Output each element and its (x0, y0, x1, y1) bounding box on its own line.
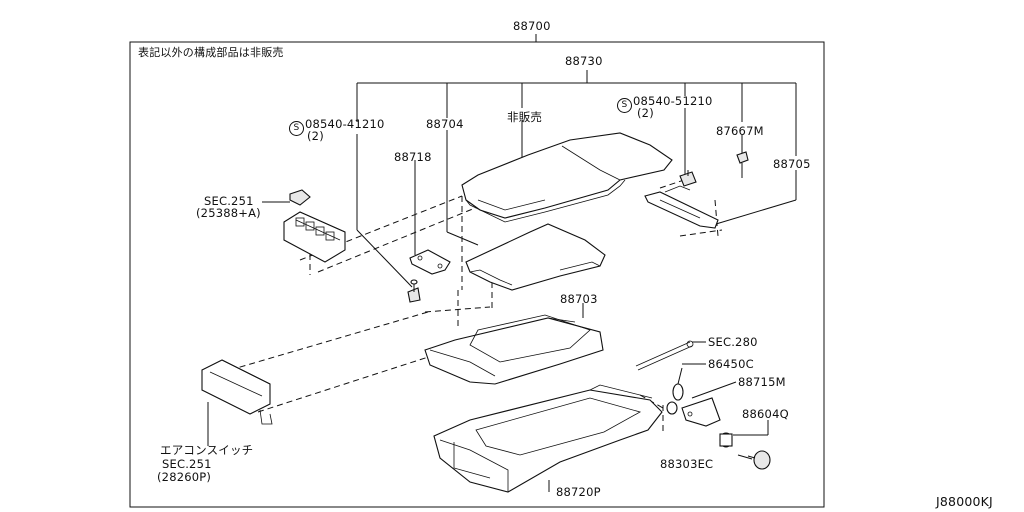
screw-right-icon (679, 170, 697, 187)
spring-86450c-icon (666, 367, 684, 415)
hinge-88705 (644, 185, 719, 229)
screw-left-icon (407, 279, 421, 303)
lid-inner-plate (465, 223, 606, 291)
bracket-88715m (681, 397, 721, 427)
callout-lid-inner: 88704 (426, 117, 464, 131)
callout-bracket: 88718 (394, 150, 432, 164)
diagram-code: J88000KJ (936, 494, 993, 509)
diagram-frame (129, 41, 825, 508)
lid-assembly-leader (356, 70, 797, 156)
callout-box: 88720P (556, 485, 601, 499)
callout-bumper: 88303EC (660, 457, 714, 471)
storage-tray (424, 314, 604, 385)
callout-screw-right-qty: (2) (637, 106, 654, 120)
bracket-88718 (409, 249, 451, 275)
callout-knob: 88604Q (742, 407, 789, 421)
callout-bracket-right: 88715M (738, 375, 786, 389)
switch-connector (289, 189, 311, 206)
callout-screw-left-qty: (2) (307, 129, 324, 143)
aircon-switch-panel (201, 359, 273, 425)
callout-sec280: SEC.280 (708, 335, 758, 349)
knob-88604q-icon (719, 432, 733, 448)
callout-assembly: 88700 (513, 19, 551, 33)
callout-sec251-top-part: (25388+A) (196, 206, 261, 220)
rod-sec280 (635, 340, 694, 371)
callout-sec251-bottom: SEC.251 (162, 457, 212, 471)
screw-symbol-icon: S (617, 98, 632, 113)
bumper-88303ec-icon (747, 450, 771, 470)
screw-symbol-icon: S (289, 121, 304, 136)
callout-hinge: 88705 (773, 157, 811, 171)
clip-87667m-icon (736, 151, 749, 178)
callout-not-sold: 非販売 (507, 110, 543, 124)
switch-panel-top (283, 211, 346, 263)
alignment-lines (229, 177, 723, 432)
console-box (433, 384, 663, 493)
not-for-sale-note: 表記以外の構成部品は非販売 (138, 46, 284, 59)
console-lid (461, 132, 673, 223)
callout-lid-assembly: 88730 (565, 54, 603, 68)
callout-sec251-top: SEC.251 (204, 194, 254, 208)
callout-sec251-bottom-part: (28260P) (157, 470, 212, 484)
callout-aircon-switch: エアコンスイッチ (160, 443, 254, 457)
callout-spring: 86450C (708, 357, 754, 371)
callout-tray: 88703 (560, 292, 598, 306)
callout-clip: 87667M (716, 124, 764, 138)
